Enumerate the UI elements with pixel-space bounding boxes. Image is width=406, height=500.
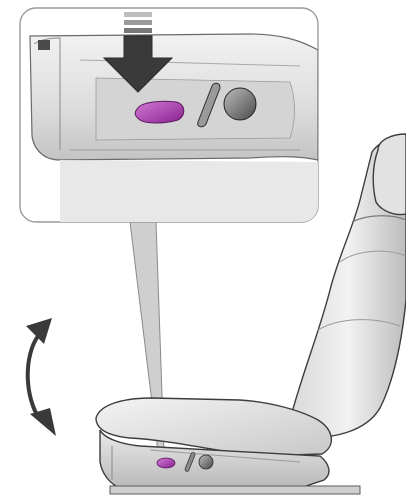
lumbar-knob-small bbox=[199, 455, 213, 469]
height-adjust-control bbox=[135, 101, 184, 123]
lumbar-knob bbox=[224, 88, 256, 120]
height-adjust-control-small bbox=[157, 458, 175, 468]
seat-rail bbox=[110, 486, 360, 494]
seat-headrest bbox=[373, 134, 406, 215]
arrow-up-head bbox=[26, 318, 52, 344]
inset-callout bbox=[20, 8, 318, 222]
height-motion-arrow bbox=[26, 318, 56, 436]
